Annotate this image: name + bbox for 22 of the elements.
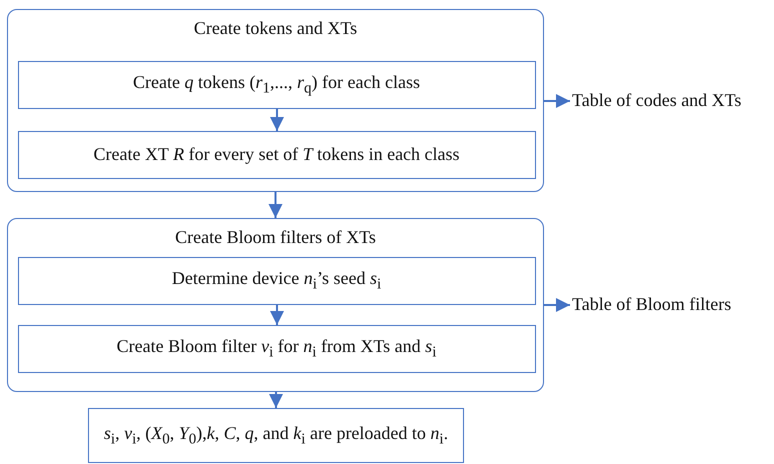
arrow [269, 392, 283, 408]
arrow [544, 298, 570, 312]
step-text: Create q tokens (r$_{1}$,..., r$_{q}$) for each class [133, 72, 420, 98]
group-heading: Create tokens and XTs [194, 18, 358, 40]
group-box [7, 218, 544, 392]
arrow [270, 305, 284, 325]
arrow [544, 94, 570, 108]
group-heading: Create Bloom filters of XTs [175, 227, 376, 249]
step-text: s$_{i}$, v$_{i}$, (X$_{0}$, Y$_{0}$),k, C, q, and k$_{i}$ are preloaded to n$_{i}$. [104, 422, 448, 448]
group-box [7, 9, 544, 192]
step-text: Create XT R for every set of T tokens in each class [93, 144, 460, 166]
process-box [18, 256, 536, 304]
arrow [268, 192, 282, 218]
step-text: Determine device n$_{i}$’s seed s$_{i}$ [172, 268, 382, 294]
output-label: Table of Bloom filters [572, 294, 732, 316]
arrow [270, 109, 284, 131]
output-label: Table of codes and XTs [572, 90, 742, 112]
process-box [18, 130, 536, 178]
step-text: Create Bloom filter v$_{i}$ for n$_{i}$ from XTs and s$_{i}$ [116, 336, 436, 362]
process-box [18, 324, 536, 372]
process-box [18, 60, 536, 108]
process-box [88, 408, 464, 463]
